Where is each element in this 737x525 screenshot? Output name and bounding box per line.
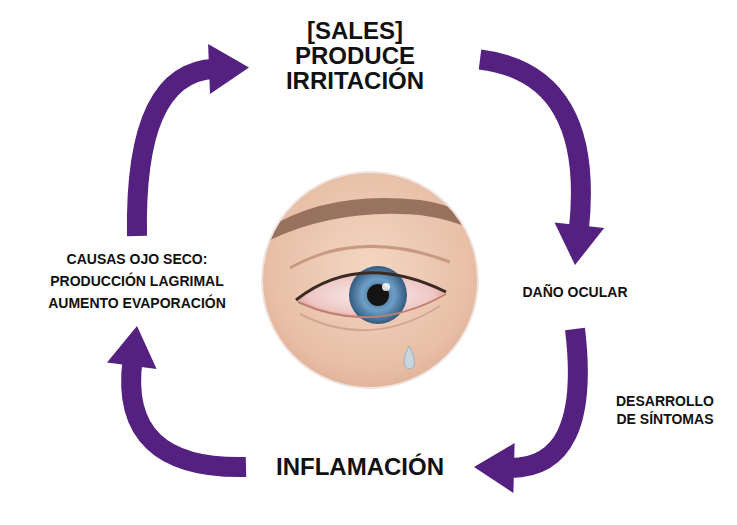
arrow-head [208,44,249,94]
stage-node: [SALES] PRODUCE IRRITACIÓN [263,16,447,95]
cycle-arrow [480,60,604,266]
cause-text: CAUSAS OJO SECO: PRODUCCIÓN LAGRIMAL AUM… [32,248,242,314]
arrow-shaft [131,360,246,467]
arrow-head [107,326,157,369]
stage-heading: INFLAMACIÓN [258,453,462,481]
cycle-arrow [474,329,578,493]
arrow-head [555,223,605,266]
arrow-shaft [480,60,581,232]
arrow-head [474,443,515,493]
stage-node: DAÑO OCULAR [505,281,645,303]
cycle-arrow [137,44,249,236]
arrow-shaft [137,69,215,236]
eye-photo [250,160,490,400]
cycle-arrow [107,326,246,467]
stage-heading: [SALES] PRODUCE IRRITACIÓN [267,18,443,93]
stage-text: DAÑO OCULAR [509,283,641,301]
stage-node: CAUSAS OJO SECO: PRODUCCIÓN LAGRIMAL AUM… [28,246,246,316]
stage-node: INFLAMACIÓN [254,451,466,483]
arrow-shaft [508,329,578,468]
edge-label: DESARROLLO DE SÍNTOMAS [604,390,726,430]
